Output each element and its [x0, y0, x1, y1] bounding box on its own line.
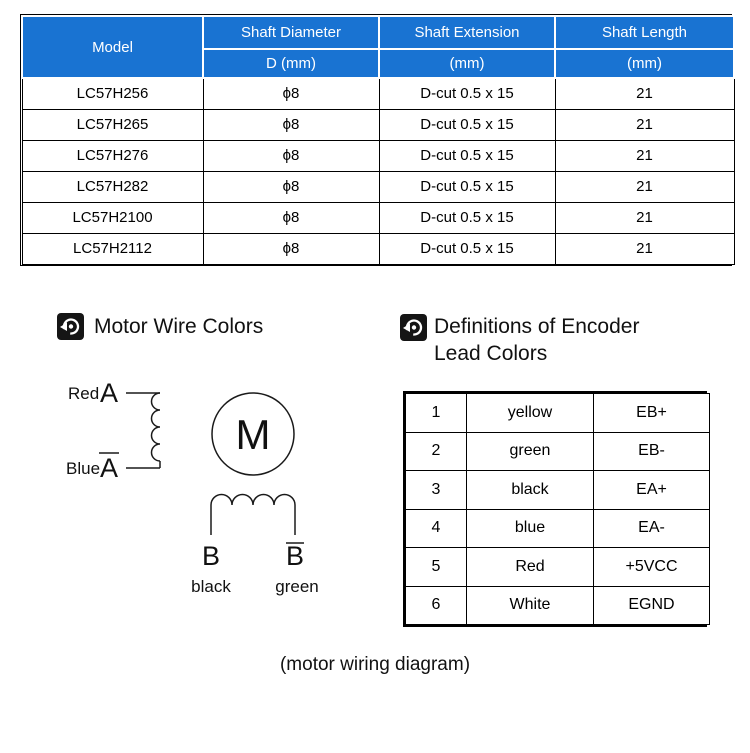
encoder-cell-num: 4 [405, 508, 467, 548]
encoder-cell-color: Red [466, 547, 594, 587]
spec-cell-model: LC57H2112 [21, 232, 204, 265]
spec-row: LC57H2112 ϕ8 D-cut 0.5 x 15 21 [21, 232, 735, 265]
encoder-row: 3 black EA+ [405, 470, 710, 510]
encoder-definitions-heading: Definitions of Encoder Lead Colors [400, 313, 639, 368]
encoder-row: 5 Red +5VCC [405, 547, 710, 587]
spec-cell-extension: D-cut 0.5 x 15 [378, 139, 556, 172]
encoder-row: 6 White EGND [405, 585, 710, 625]
spec-cell-model: LC57H282 [21, 170, 204, 203]
spec-cell-diameter: ϕ8 [202, 108, 380, 141]
black-wire-label: black [191, 577, 231, 596]
motor-circle [211, 392, 295, 476]
spec-cell-model: LC57H265 [21, 108, 204, 141]
spec-cell-length: 21 [554, 170, 735, 203]
coil-a [150, 392, 161, 462]
spec-cell-diameter: ϕ8 [202, 139, 380, 172]
coil-b [210, 493, 296, 506]
spec-cell-extension: D-cut 0.5 x 15 [378, 77, 556, 110]
spec-header-diameter: Shaft Diameter [202, 15, 380, 50]
spec-cell-extension: D-cut 0.5 x 15 [378, 170, 556, 203]
shaft-spec-table-wrap: Model Shaft Diameter Shaft Extension Sha… [20, 14, 735, 266]
spec-header-length: Shaft Length [554, 15, 735, 50]
spec-cell-extension: D-cut 0.5 x 15 [378, 201, 556, 234]
green-wire-label: green [275, 577, 318, 596]
encoder-cell-num: 6 [405, 585, 467, 625]
spec-cell-diameter: ϕ8 [202, 201, 380, 234]
encoder-cell-color: green [466, 431, 594, 471]
spec-row: LC57H265 ϕ8 D-cut 0.5 x 15 21 [21, 108, 735, 141]
encoder-cell-color: yellow [466, 393, 594, 433]
encoder-cell-signal: EB- [593, 431, 710, 471]
rotation-logo-icon [400, 314, 427, 341]
encoder-cell-color: blue [466, 508, 594, 548]
coil-a-bar-label: A [100, 453, 118, 483]
encoder-row: 1 yellow EB+ [405, 393, 710, 433]
spec-header-length-unit: (mm) [554, 48, 735, 79]
spec-cell-extension: D-cut 0.5 x 15 [378, 232, 556, 265]
encoder-row: 2 green EB- [405, 431, 710, 471]
spec-header-extension: Shaft Extension [378, 15, 556, 50]
spec-cell-diameter: ϕ8 [202, 77, 380, 110]
encoder-cell-signal: EGND [593, 585, 710, 625]
spec-cell-length: 21 [554, 201, 735, 234]
spec-cell-length: 21 [554, 77, 735, 110]
spec-cell-length: 21 [554, 232, 735, 265]
encoder-title-line2: Lead Colors [434, 342, 548, 366]
encoder-cell-num: 1 [405, 393, 467, 433]
spec-row: LC57H276 ϕ8 D-cut 0.5 x 15 21 [21, 139, 735, 172]
encoder-cell-signal: EA+ [593, 470, 710, 510]
spec-cell-length: 21 [554, 139, 735, 172]
spec-cell-diameter: ϕ8 [202, 232, 380, 265]
encoder-cell-num: 5 [405, 547, 467, 587]
spec-header-extension-unit: (mm) [378, 48, 556, 79]
encoder-row: 4 blue EA- [405, 508, 710, 548]
encoder-cell-signal: EA- [593, 508, 710, 548]
spec-cell-extension: D-cut 0.5 x 15 [378, 108, 556, 141]
encoder-cell-signal: +5VCC [593, 547, 710, 587]
coil-b-bar-label: B [286, 541, 304, 571]
encoder-cell-color: White [466, 585, 594, 625]
encoder-cell-num: 3 [405, 470, 467, 510]
encoder-section-title: Definitions of Encoder Lead Colors [434, 313, 639, 368]
encoder-cell-signal: EB+ [593, 393, 710, 433]
spec-cell-length: 21 [554, 108, 735, 141]
diagram-caption: (motor wiring diagram) [279, 654, 471, 675]
spec-header-diameter-unit: D (mm) [202, 48, 380, 79]
motor-m-label: M [236, 411, 271, 458]
spec-header-row-1: Model Shaft Diameter Shaft Extension Sha… [21, 15, 735, 79]
spec-cell-model: LC57H256 [21, 77, 204, 110]
red-wire-label: Red [68, 384, 99, 403]
spec-row: LC57H2100 ϕ8 D-cut 0.5 x 15 21 [21, 201, 735, 234]
spec-cell-model: LC57H2100 [21, 201, 204, 234]
spec-header-model: Model [21, 15, 204, 79]
spec-cell-diameter: ϕ8 [202, 170, 380, 203]
encoder-lead-colors-table: 1 yellow EB+ 2 green EB- 3 black EA+ 4 b… [405, 393, 710, 625]
encoder-title-line1: Definitions of Encoder [434, 315, 640, 338]
encoder-cell-num: 2 [405, 431, 467, 471]
spec-row: LC57H256 ϕ8 D-cut 0.5 x 15 21 [21, 77, 735, 110]
motor-section-title: Motor Wire Colors [94, 314, 264, 338]
blue-wire-label: Blue [66, 459, 100, 478]
rotation-logo-icon [57, 313, 84, 340]
encoder-table-wrap: 1 yellow EB+ 2 green EB- 3 black EA+ 4 b… [403, 391, 710, 627]
spec-row: LC57H282 ϕ8 D-cut 0.5 x 15 21 [21, 170, 735, 203]
shaft-spec-table: Model Shaft Diameter Shaft Extension Sha… [21, 15, 735, 265]
motor-wiring-diagram: Red A Blue A M B B black green [66, 378, 319, 596]
motor-wire-colors-heading: Motor Wire Colors [57, 313, 263, 340]
coil-a-label: A [100, 378, 118, 408]
spec-cell-model: LC57H276 [21, 139, 204, 172]
spec-header-row-2: D (mm) (mm) (mm) [22, 48, 735, 79]
encoder-cell-color: black [466, 470, 594, 510]
coil-b-label: B [202, 541, 220, 571]
